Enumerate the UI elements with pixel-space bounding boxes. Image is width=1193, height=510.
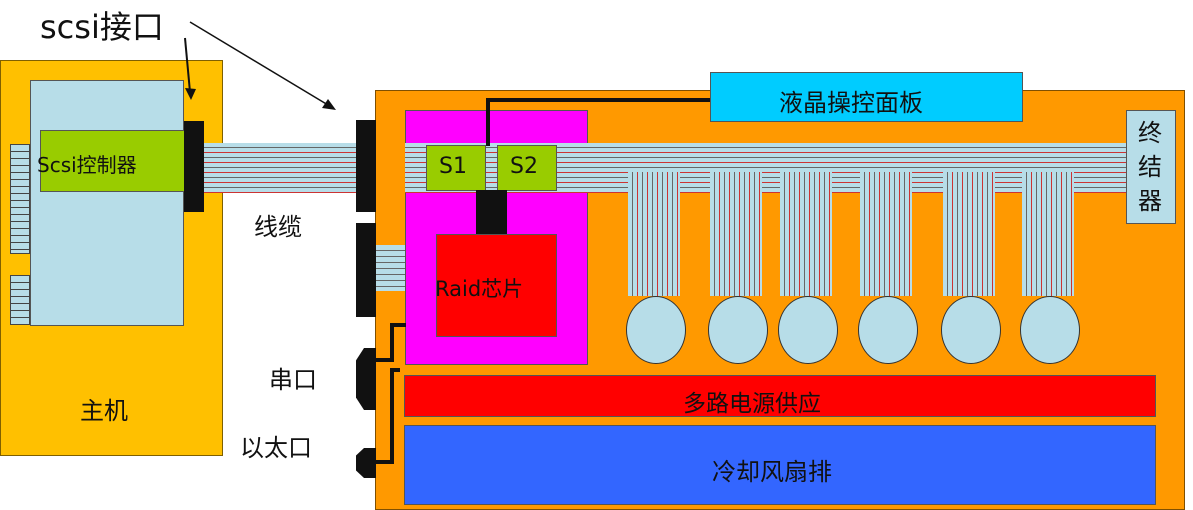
- scsi-interface-label: scsi接口: [40, 8, 164, 46]
- host-edge-connector-bottom: [10, 275, 30, 325]
- host-scsi-port: [184, 121, 204, 212]
- wires-overlay: [184, 21, 710, 464]
- disk-cable: [943, 172, 995, 296]
- disk-drive: [626, 296, 686, 364]
- disk-cable: [780, 172, 832, 296]
- lcd-control-panel: [710, 72, 1023, 122]
- s2-label: S2: [510, 154, 538, 179]
- s2-chip: [497, 145, 557, 191]
- internal-cable-stub: [376, 245, 406, 291]
- raid-chip-label: Raid芯片: [435, 277, 524, 301]
- cooling-fan-row: [404, 425, 1156, 505]
- disk-cable: [860, 172, 912, 296]
- terminator-label: 终结器: [1138, 119, 1162, 215]
- enclosure-scsi-port: [356, 120, 376, 212]
- host-edge-connector-top: [10, 144, 30, 254]
- cooling-fans-label: 冷却风扇排: [712, 458, 832, 486]
- raid-chip: [436, 234, 557, 337]
- scsi-controller-label: Scsi控制器: [37, 153, 137, 177]
- scsi-interface-arrow: [189, 21, 329, 106]
- disk-drive: [708, 296, 768, 364]
- lcd-panel-label: 液晶操控面板: [779, 89, 923, 117]
- enclosure-second-port: [356, 223, 376, 317]
- power-supply: [404, 375, 1156, 417]
- power-supply-label: 多路电源供应: [683, 391, 821, 417]
- scsi-interface-arrow-short: [184, 37, 191, 93]
- arrowhead-icon: [322, 99, 336, 110]
- s1-chip: [426, 145, 486, 191]
- disk-drive: [858, 296, 918, 364]
- serial-port-connector: [356, 348, 376, 410]
- switch-to-raid-link: [476, 190, 507, 234]
- lcd-wire: [486, 98, 710, 146]
- ethernet-wire: [376, 368, 400, 464]
- serial-port-label: 串口: [269, 366, 317, 394]
- scsi-cable: [204, 143, 356, 193]
- ethernet-port-connector: [356, 448, 376, 478]
- disk-cable: [1022, 172, 1074, 296]
- s1-label: S1: [439, 154, 467, 179]
- terminator: [1126, 110, 1176, 224]
- disk-cable: [710, 172, 762, 296]
- disk-drive: [778, 296, 838, 364]
- disk-drive: [1020, 296, 1080, 364]
- host-label: 主机: [80, 397, 128, 425]
- host-motherboard: [30, 80, 184, 326]
- serial-wire: [376, 323, 406, 362]
- disk-cable: [628, 172, 680, 296]
- disk-drive: [941, 296, 1001, 364]
- ethernet-port-label: 以太口: [240, 434, 312, 462]
- arrowhead-icon: [185, 88, 196, 100]
- cable-label: 线缆: [254, 213, 302, 241]
